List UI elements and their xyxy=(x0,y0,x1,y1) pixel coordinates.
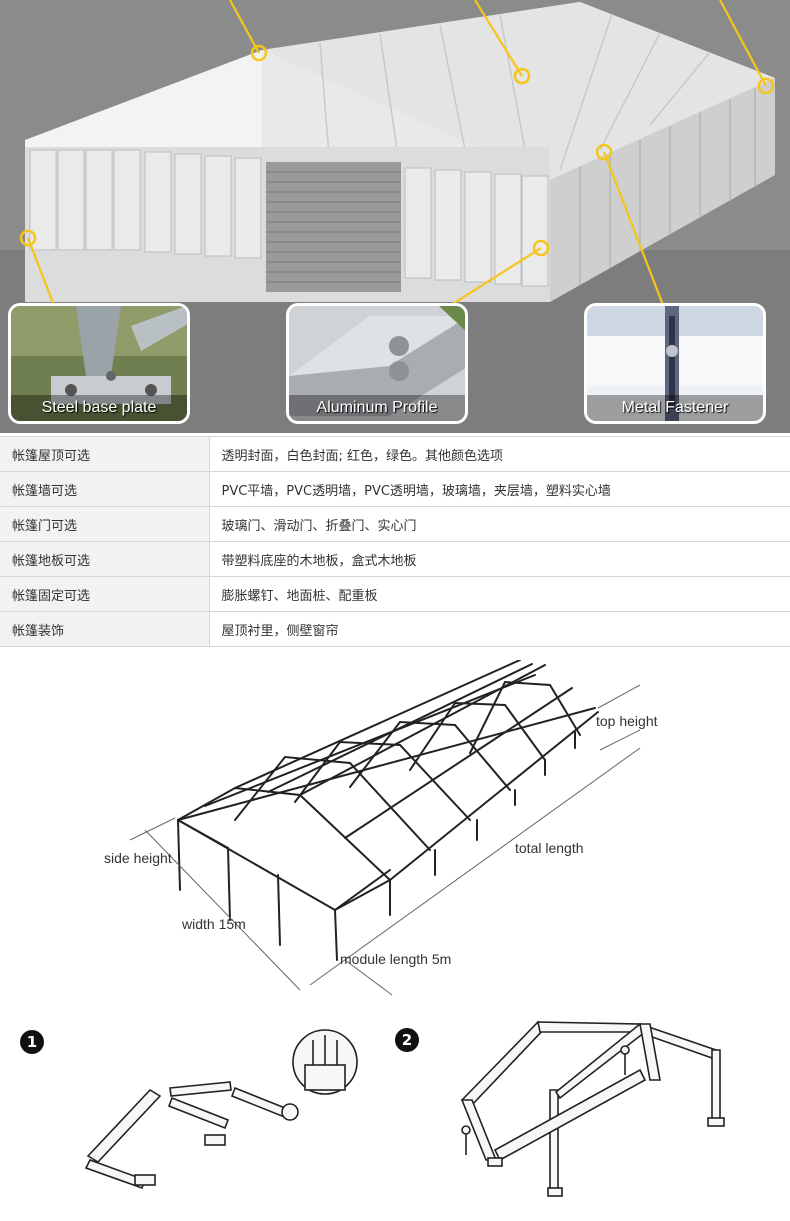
step-one-drawing xyxy=(84,1029,358,1190)
step-two-drawing xyxy=(460,1020,725,1197)
metal-fastener-photo xyxy=(587,306,763,421)
option-key: 帐篷门可选 xyxy=(0,506,210,542)
option-key: 帐篷屋顶可选 xyxy=(0,436,210,472)
table-row: 帐篷地板可选 带塑料底座的木地板，盒式木地板 xyxy=(0,541,790,577)
steel-base-plate-photo xyxy=(11,306,187,421)
option-key: 帐篷装饰 xyxy=(0,611,210,647)
tent-illustration xyxy=(0,0,790,433)
metal-fastener-caption: Metal Fastener xyxy=(587,395,763,421)
width-label: width 15m xyxy=(182,916,246,932)
table-row: 帐篷装饰 屋顶衬里，侧壁窗帘 xyxy=(0,611,790,647)
table-row: 帐篷屋顶可选 透明封面，白色封面; 红色，绿色。其他颜色选项 xyxy=(0,436,790,472)
option-key: 帐篷墙可选 xyxy=(0,471,210,507)
total-length-label: total length xyxy=(515,840,584,856)
hero-tent-photo: Steel base plate Aluminum Profile Metal … xyxy=(0,0,790,433)
tent-options-table: 帐篷屋顶可选 透明封面，白色封面; 红色，绿色。其他颜色选项 帐篷墙可选 PVC… xyxy=(0,436,790,647)
side-height-label: side height xyxy=(104,850,172,866)
option-value: 膨胀螺钉、地面桩、配重板 xyxy=(209,576,790,612)
aluminum-profile-caption: Aluminum Profile xyxy=(289,395,465,421)
option-value: 带塑料底座的木地板，盒式木地板 xyxy=(209,541,790,577)
table-row: 帐篷门可选 玻璃门、滑动门、折叠门、实心门 xyxy=(0,506,790,542)
step-number: 2 xyxy=(395,1028,419,1052)
frame-wireframe xyxy=(129,659,641,996)
steel-base-plate-inset: Steel base plate xyxy=(8,303,190,424)
option-value: PVC平墙，PVC透明墙，PVC透明墙，玻璃墙，夹层墙，塑料实心墙 xyxy=(209,471,790,507)
top-height-label: top height xyxy=(596,713,658,729)
option-value: 玻璃门、滑动门、折叠门、实心门 xyxy=(209,506,790,542)
step-number: 1 xyxy=(20,1030,44,1054)
assembly-steps: 1 2 xyxy=(0,1010,790,1221)
table-row: 帐篷固定可选 膨胀螺钉、地面桩、配重板 xyxy=(0,576,790,612)
option-key: 帐篷固定可选 xyxy=(0,576,210,612)
metal-fastener-inset: Metal Fastener xyxy=(584,303,766,424)
assembly-illustrations xyxy=(84,1020,725,1197)
module-length-label: module length 5m xyxy=(340,951,452,967)
frame-structure-diagram: top height side height total length widt… xyxy=(0,659,790,1005)
steel-base-plate-caption: Steel base plate xyxy=(11,395,187,421)
table-row: 帐篷墙可选 PVC平墙，PVC透明墙，PVC透明墙，玻璃墙，夹层墙，塑料实心墙 xyxy=(0,471,790,507)
option-key: 帐篷地板可选 xyxy=(0,541,210,577)
option-value: 透明封面，白色封面; 红色，绿色。其他颜色选项 xyxy=(209,436,790,472)
option-value: 屋顶衬里，侧壁窗帘 xyxy=(209,611,790,647)
aluminum-profile-photo xyxy=(289,306,465,421)
aluminum-profile-inset: Aluminum Profile xyxy=(286,303,468,424)
